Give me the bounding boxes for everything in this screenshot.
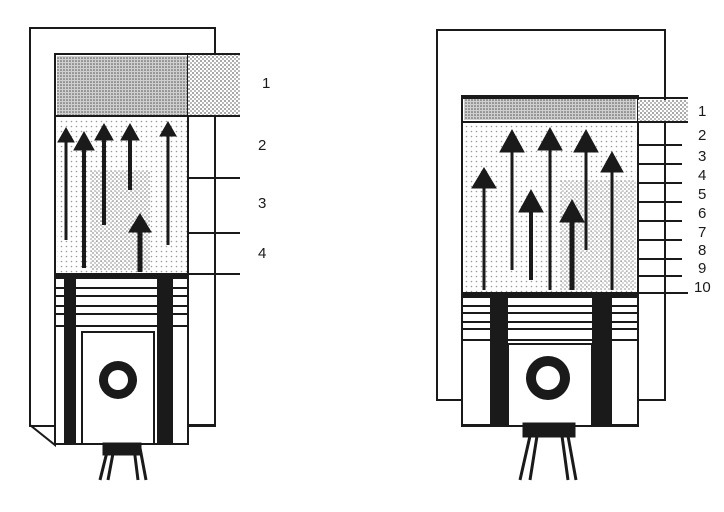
label-left-1: 1 xyxy=(262,75,270,92)
connecting-rod-icon xyxy=(98,442,148,481)
cylinder-diagram-left: 1 2 3 4 xyxy=(29,27,270,481)
piston-ring-icon xyxy=(54,313,189,327)
flow-arrow-icon xyxy=(537,126,563,290)
piston-ring-icon xyxy=(461,312,639,323)
piston-ring-icon xyxy=(461,296,639,307)
piston-ring-icon xyxy=(54,277,189,289)
piston-left xyxy=(54,274,189,445)
flow-arrows-right xyxy=(471,126,624,290)
zone-1-fill xyxy=(57,56,187,116)
flow-arrow-icon xyxy=(573,128,599,250)
label-right-4: 4 xyxy=(698,167,706,184)
flow-arrow-icon xyxy=(128,213,152,272)
label-left-3: 3 xyxy=(258,195,266,212)
label-right-6: 6 xyxy=(698,205,706,222)
flow-arrows-left xyxy=(57,120,177,272)
flow-arrow-icon xyxy=(559,198,585,290)
flow-arrow-icon xyxy=(73,130,95,268)
label-right-9: 9 xyxy=(698,260,706,277)
flow-arrow-icon xyxy=(57,126,75,240)
label-right-5: 5 xyxy=(698,186,706,203)
piston-ring-icon xyxy=(54,295,189,307)
flow-arrow-icon xyxy=(600,150,624,290)
flow-arrow-icon xyxy=(94,122,114,225)
label-left-2: 2 xyxy=(258,137,266,154)
label-right-7: 7 xyxy=(698,224,706,241)
label-right-10: 10 xyxy=(694,279,711,296)
zone-1-fill xyxy=(464,98,636,120)
flow-arrow-icon xyxy=(471,167,497,290)
label-left-4: 4 xyxy=(258,245,266,262)
flow-arrow-icon xyxy=(518,188,544,280)
label-right-1: 1 xyxy=(698,103,706,120)
piston-right xyxy=(461,293,639,427)
cylinder-diagram-right: 1 2 3 4 5 6 7 8 9 10 xyxy=(436,29,711,481)
flow-arrow-icon xyxy=(499,128,525,270)
piston-ring-icon xyxy=(461,328,639,341)
label-right-2: 2 xyxy=(698,127,706,144)
flow-arrow-icon xyxy=(120,122,140,190)
flow-arrow-icon xyxy=(159,120,177,245)
connecting-rod-icon xyxy=(518,422,578,481)
label-right-3: 3 xyxy=(698,148,706,165)
label-right-8: 8 xyxy=(698,242,706,259)
